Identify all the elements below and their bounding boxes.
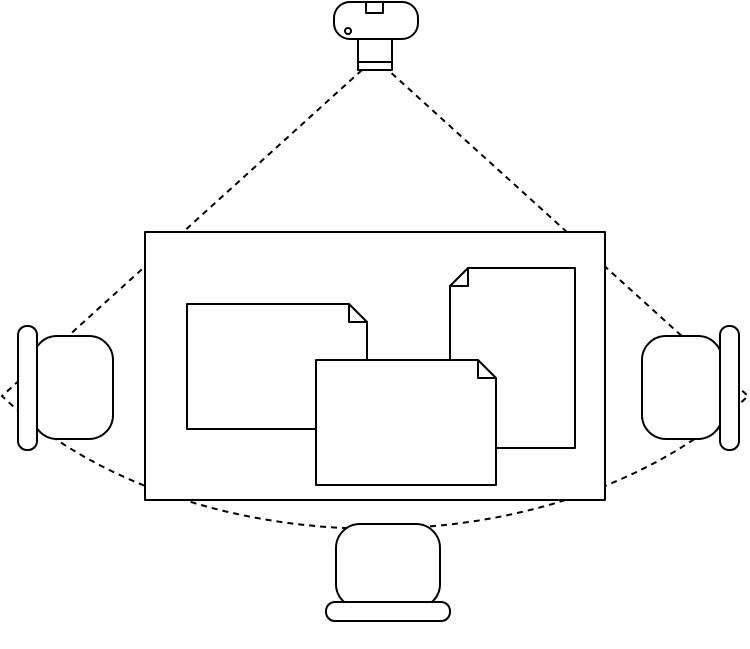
chair-bottom-icon (325, 523, 451, 622)
chair-right-icon (641, 325, 740, 451)
document-sheet-front (315, 359, 497, 486)
projection-area (0, 69, 750, 530)
projector-icon (333, 1, 419, 71)
chair-left-icon (17, 325, 114, 451)
